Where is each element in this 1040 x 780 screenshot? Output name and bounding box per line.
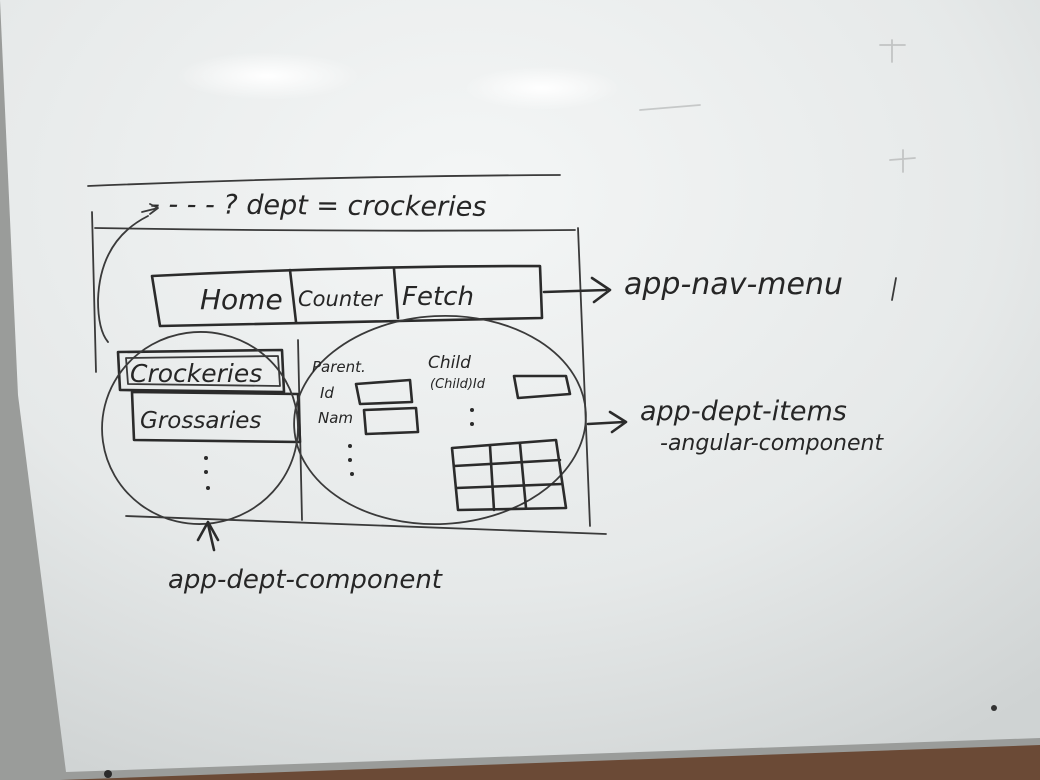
- nav-menu-sketch: Home Counter Fetch app-nav-menu: [150, 264, 897, 328]
- address-bar-underline: [94, 227, 576, 232]
- browser-bottom-line: [125, 515, 607, 535]
- dept-arrow-up-icon: [196, 520, 220, 552]
- nav-divider-2: [392, 267, 400, 320]
- parent-field-id: Id: [320, 384, 334, 402]
- nav-item-home: Home: [200, 283, 283, 316]
- dept-list-sketch: Crockeries Grossaries app-dept-component: [97, 215, 443, 595]
- nav-item-counter: Counter: [298, 287, 383, 311]
- board-screw: [104, 770, 112, 778]
- items-annotation-line2: -angular-component: [660, 431, 884, 456]
- child-grid-table-icon: [450, 438, 568, 512]
- dept-component-annotation: app-dept-component: [168, 565, 443, 595]
- stray-mark: [891, 277, 897, 301]
- light-reflection-left: [176, 52, 360, 100]
- browser-left-edge: [91, 211, 97, 373]
- url-arrow-icon: [141, 203, 159, 215]
- parent-field-name: Nam: [318, 409, 353, 427]
- dept-box-crockeries: [116, 348, 286, 394]
- nav-arrow-icon: [542, 276, 612, 304]
- child-field-id-box: [512, 374, 572, 400]
- parent-field-name-box: [362, 406, 420, 436]
- parent-more-dots-icon: [348, 444, 354, 476]
- items-annotation-line1: app-dept-items: [640, 396, 847, 427]
- child-more-dots-icon: [470, 408, 474, 426]
- items-panel-sketch: Parent. Id Nam Child (Child)Id app-dept-…: [293, 314, 884, 526]
- dept-box-crockeries-inner: [125, 355, 281, 387]
- nav-item-fetch: Fetch: [402, 282, 474, 312]
- dept-item-grossaries: Grossaries: [140, 408, 261, 434]
- nav-divider-1: [288, 268, 298, 324]
- browser-sketch: [87, 174, 607, 535]
- light-reflection-right: [464, 66, 620, 110]
- ghost-marks: [639, 39, 916, 173]
- dept-box-grossaries: [130, 390, 302, 444]
- nav-menu-annotation: app-nav-menu: [624, 267, 843, 302]
- parent-field-id-box: [354, 378, 414, 406]
- browser-right-edge: [577, 227, 591, 527]
- board-mark-dot: [991, 705, 997, 711]
- dept-more-dots-icon: [204, 456, 210, 490]
- dept-component-circle: [101, 331, 299, 525]
- loop-from-url-icon: [97, 215, 149, 343]
- browser-top-line: [87, 174, 561, 187]
- child-field-id: (Child)Id: [430, 377, 486, 392]
- child-label: Child: [428, 353, 471, 373]
- dept-item-crockeries: Crockeries: [130, 359, 262, 388]
- items-panel-circle: [293, 314, 587, 526]
- nav-menu-box: [150, 264, 544, 328]
- items-arrow-icon: [586, 410, 628, 434]
- url-text: - - - - ? dept = crockeries: [150, 189, 487, 223]
- parent-label: Parent.: [312, 358, 366, 376]
